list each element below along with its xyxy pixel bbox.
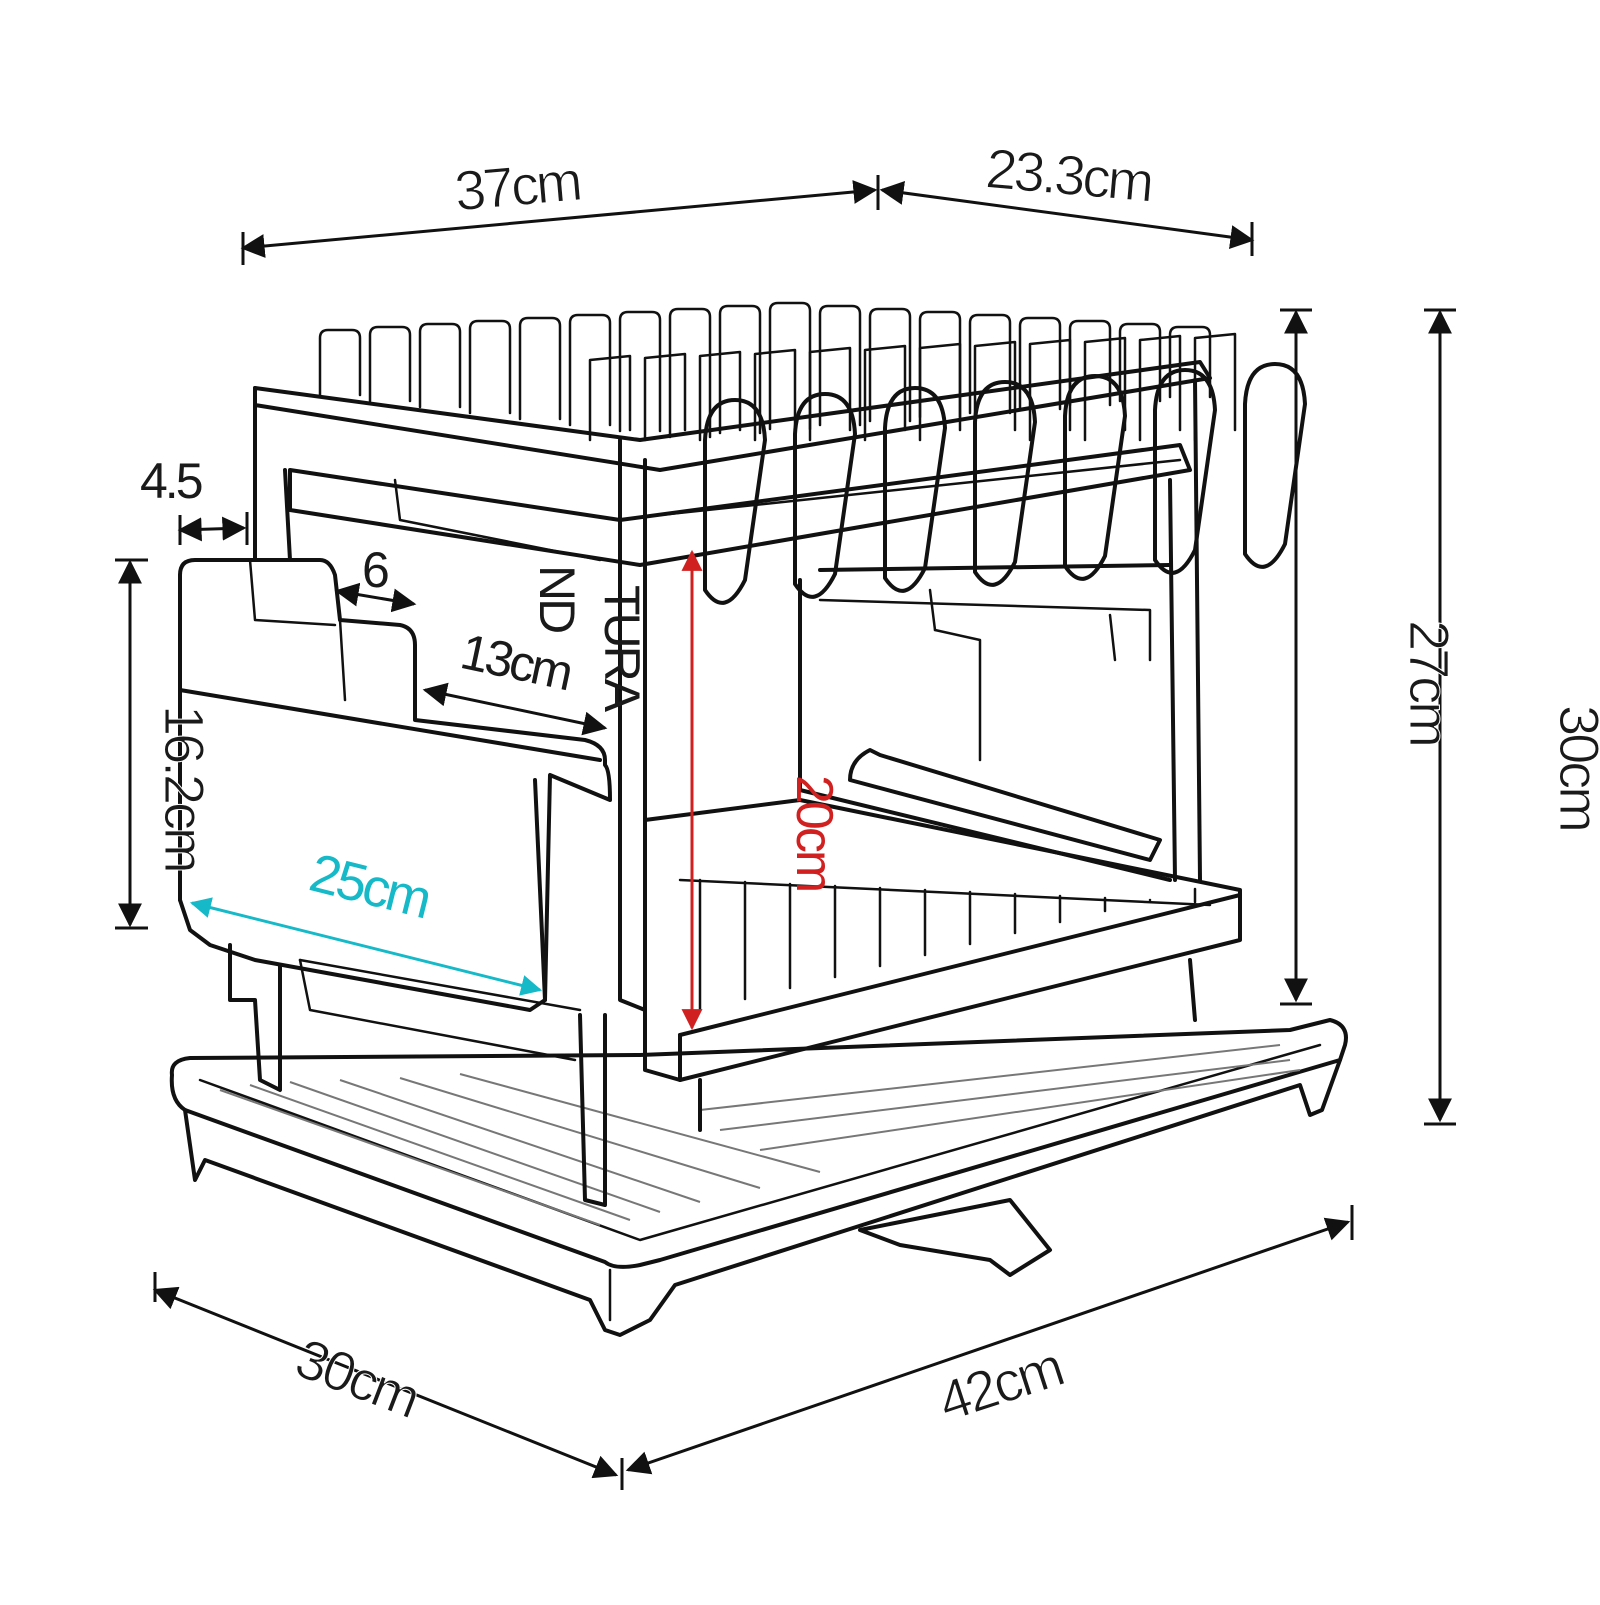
plate-slot bbox=[468, 319, 512, 415]
plate-slot bbox=[643, 352, 687, 442]
plate-slot bbox=[1193, 332, 1237, 442]
rack-frame bbox=[253, 360, 1212, 1012]
plate-slot bbox=[1118, 322, 1162, 403]
label-top-depth: 23.3cm bbox=[983, 136, 1154, 213]
plate-slot bbox=[618, 310, 662, 433]
plate-slot bbox=[1083, 336, 1127, 442]
plate-slot bbox=[818, 304, 862, 427]
plate-slot bbox=[588, 354, 632, 442]
top-depth-dimension bbox=[879, 181, 1255, 249]
label-total-height: 30cm bbox=[1548, 705, 1600, 830]
cup-loops bbox=[703, 362, 1307, 605]
plate-slot bbox=[1028, 338, 1072, 442]
holder-step-dimension bbox=[334, 582, 417, 613]
cup-loop bbox=[1153, 368, 1217, 575]
label-holder-depth: 13cm bbox=[456, 623, 576, 701]
cup-loop bbox=[1063, 374, 1127, 581]
plate-slot bbox=[768, 301, 812, 431]
tray-ribs bbox=[219, 1044, 1301, 1226]
plate-slot bbox=[418, 322, 462, 409]
plate-slot bbox=[718, 304, 762, 435]
label-holder-step: 6 bbox=[362, 542, 388, 598]
plate-slot bbox=[1168, 325, 1212, 399]
cup-loop bbox=[793, 392, 857, 599]
cup-loop bbox=[973, 380, 1037, 587]
plate-slot bbox=[973, 340, 1017, 442]
holder-depth-dimension bbox=[422, 682, 608, 736]
plate-slot bbox=[968, 313, 1012, 415]
plate-slot bbox=[518, 316, 562, 421]
partial-text-line2: ND bbox=[529, 565, 585, 632]
label-holder-width: 25cm bbox=[304, 843, 435, 930]
top-width-dimension bbox=[240, 180, 878, 258]
plate-slot bbox=[1068, 319, 1112, 407]
label-cup-height: 20cm bbox=[785, 775, 843, 890]
bottom-depth-dimension bbox=[152, 1286, 619, 1479]
label-holder-height: 16.2cm bbox=[153, 705, 216, 871]
label-inner-height: 27cm bbox=[1398, 620, 1461, 745]
plate-slot bbox=[698, 350, 742, 442]
cup-loop bbox=[703, 398, 767, 605]
partial-text-line1: TURA bbox=[594, 585, 650, 713]
label-bottom-depth: 30cm bbox=[287, 1326, 426, 1430]
plate-slot bbox=[753, 348, 797, 442]
plate-slot bbox=[918, 342, 962, 442]
plate-slot bbox=[368, 325, 412, 403]
label-bottom-width: 42cm bbox=[931, 1335, 1069, 1434]
plate-slot bbox=[868, 307, 912, 423]
plate-slot bbox=[1018, 316, 1062, 411]
holder-width-dimension bbox=[189, 897, 543, 996]
dimension-lines bbox=[115, 175, 1456, 1490]
plate-slots bbox=[318, 301, 1237, 442]
plate-slot bbox=[668, 307, 712, 439]
label-side-gap: 4.5 bbox=[140, 453, 202, 509]
plate-slot bbox=[1138, 334, 1182, 442]
side-gap-dimension bbox=[177, 516, 247, 542]
bottom-width-dimension bbox=[625, 1217, 1351, 1475]
plate-slot bbox=[318, 328, 362, 397]
lower-basket bbox=[643, 798, 1242, 1132]
drain-tray bbox=[169, 1018, 1348, 1337]
plate-slot bbox=[568, 313, 612, 427]
drain-spout bbox=[858, 1198, 1052, 1277]
label-top-width: 37cm bbox=[452, 149, 582, 223]
plate-slot bbox=[918, 310, 962, 419]
cup-loop bbox=[883, 386, 947, 593]
